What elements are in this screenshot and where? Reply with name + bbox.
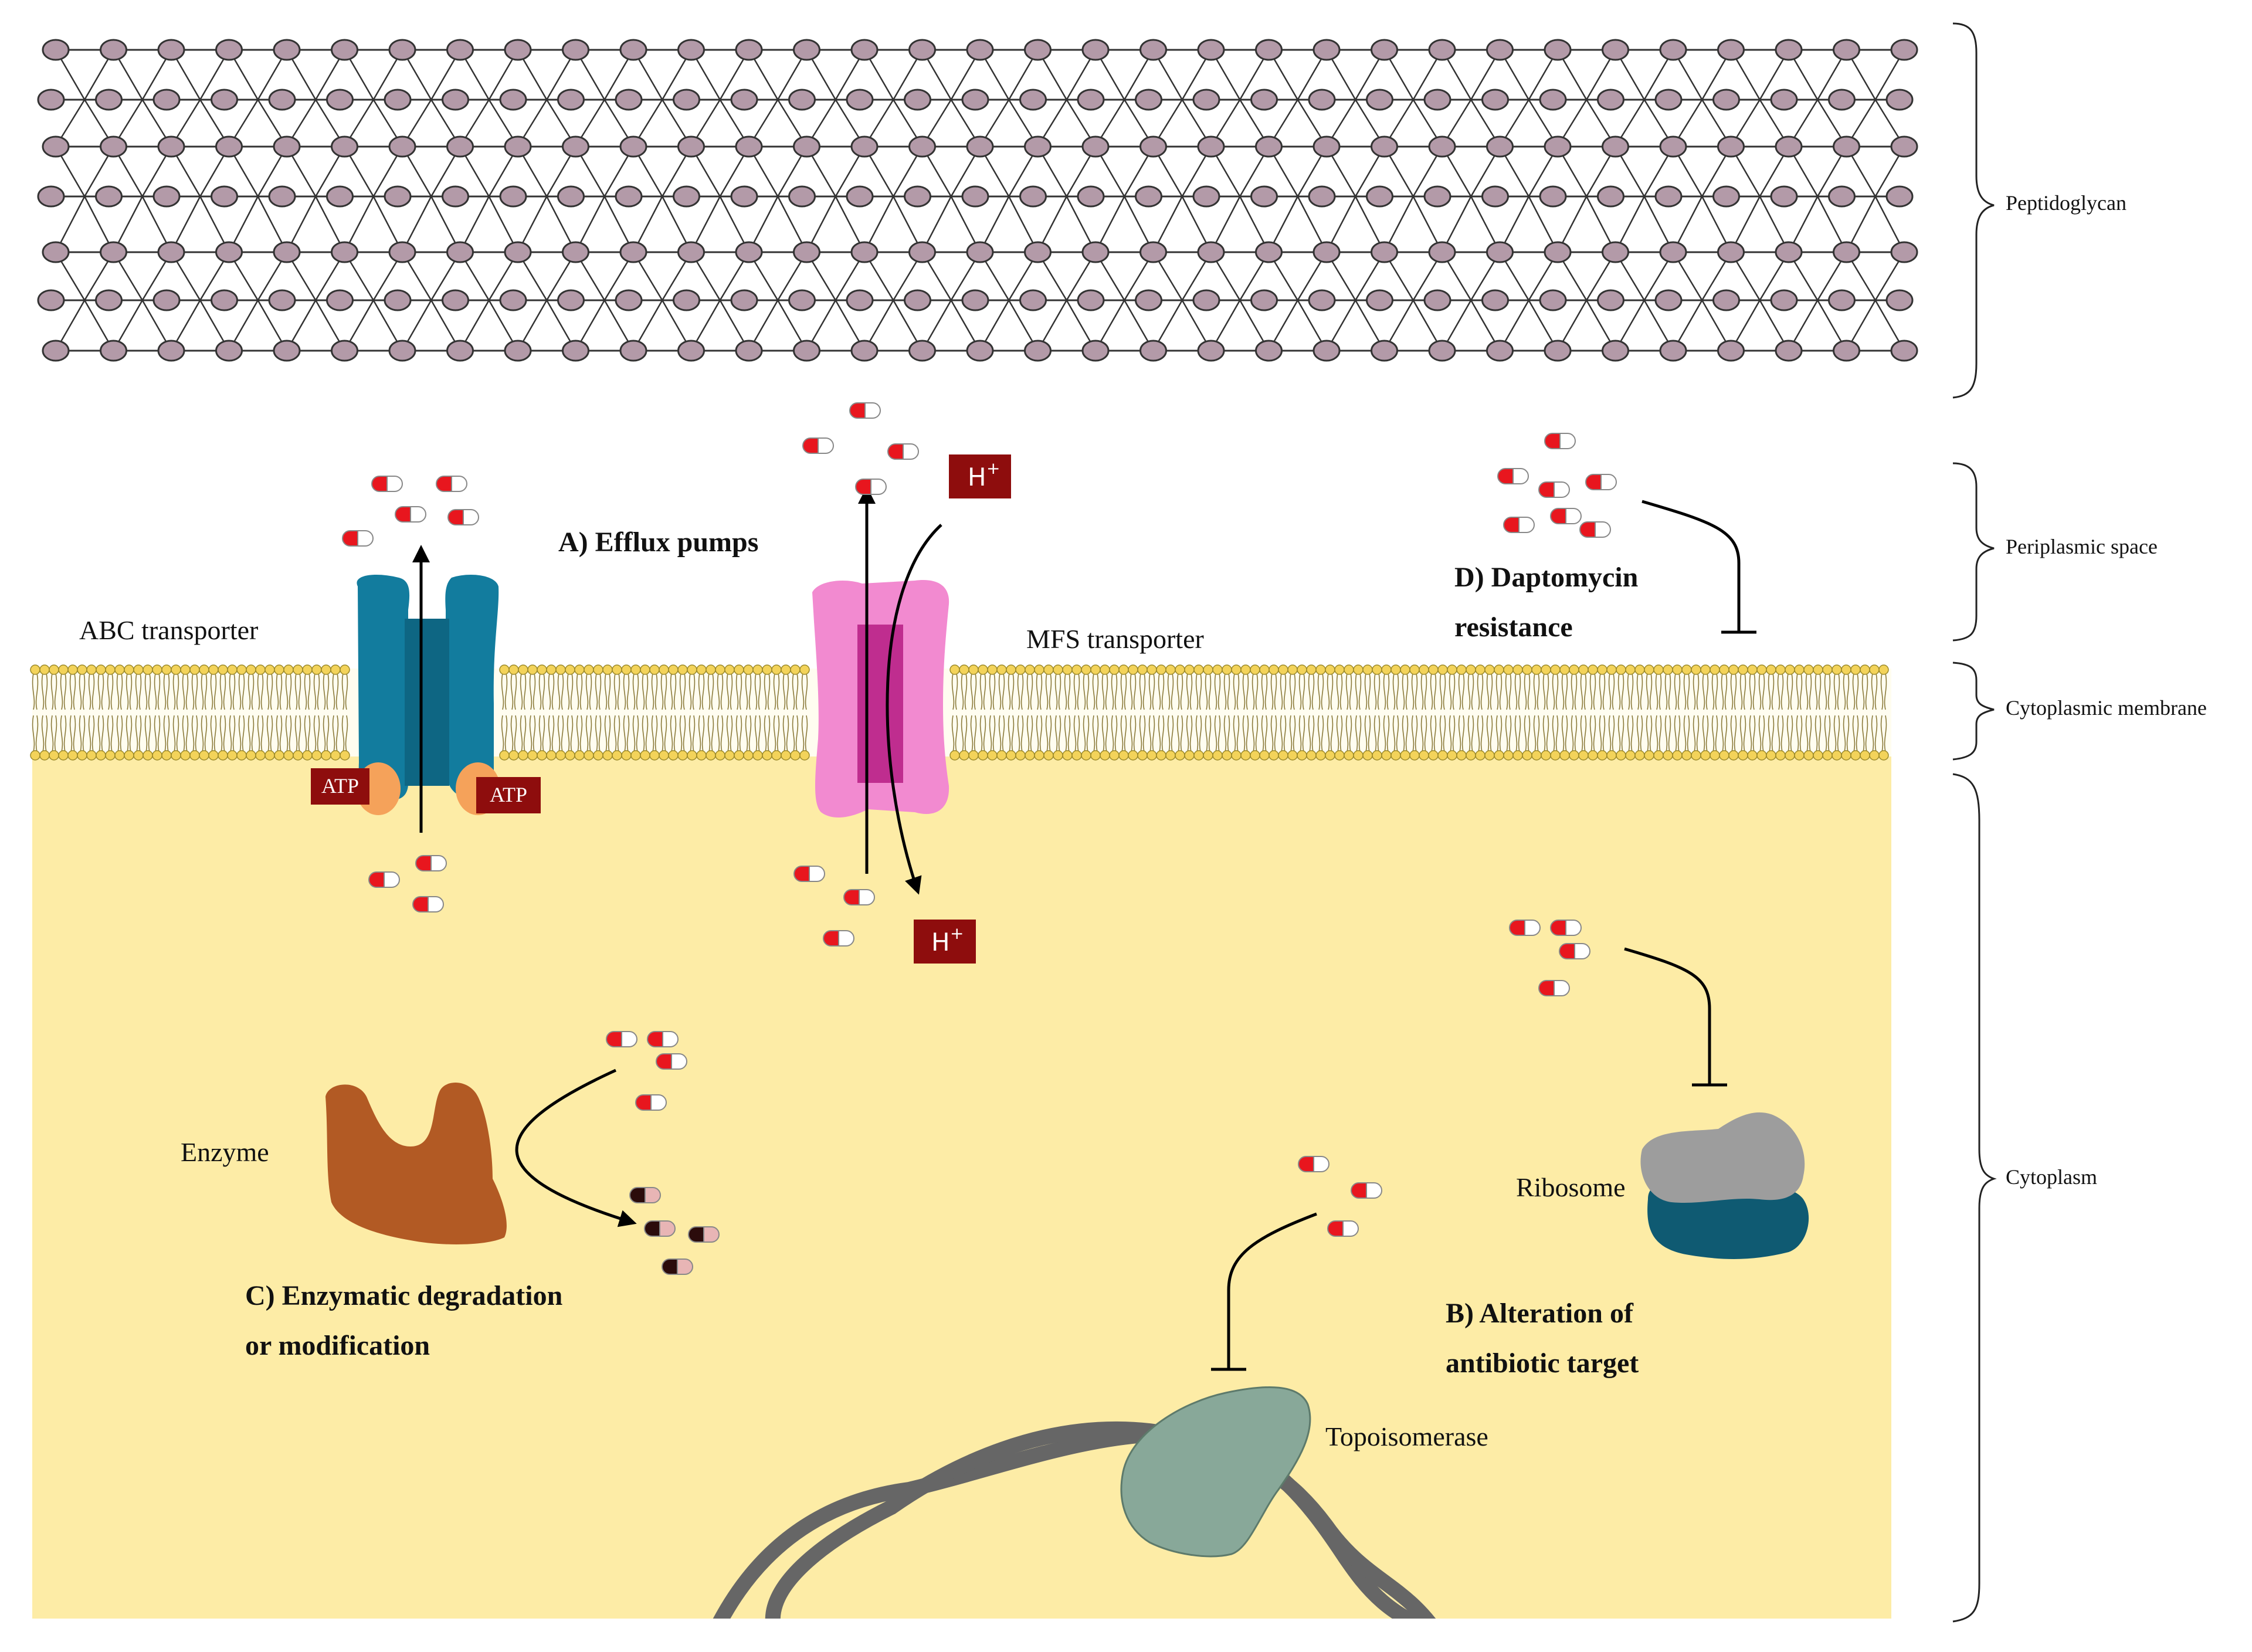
proton-symbol: H [931, 928, 950, 956]
alteration-heading-line2: antibiotic target [1446, 1348, 1639, 1379]
region-label-peptidoglycan: Peptidoglycan [2006, 191, 2126, 215]
daptomycin-heading-line2: resistance [1454, 612, 1573, 643]
brace-cytoplasm [1952, 773, 1997, 1623]
enzymatic-heading-line2: or modification [245, 1330, 430, 1361]
abc-transporter-label: ABC transporter [79, 615, 258, 645]
proton-charge: + [986, 459, 1000, 478]
topoisomerase [1120, 1386, 1311, 1558]
region-braces [1952, 22, 1997, 1623]
peptidoglycan-layer [37, 39, 1918, 362]
proton-influx-arrow [886, 524, 942, 895]
region-label-cytoplasm: Cytoplasm [2006, 1165, 2097, 1189]
proton-badge-top: H + [949, 454, 1011, 498]
efflux-pumps-heading: A) Efflux pumps [558, 527, 758, 558]
region-label-periplasmic: Periplasmic space [2006, 535, 2158, 558]
enzyme-conversion-arrow [515, 1068, 637, 1227]
topoisomerase-label: Topoisomerase [1325, 1422, 1488, 1451]
proton-symbol: H [968, 463, 986, 491]
atp-badge-right: ATP [476, 777, 541, 813]
daptomycin-heading-line1: D) Daptomycin [1454, 562, 1638, 593]
brace-peptidoglycan [1952, 22, 1995, 399]
antibiotic-molecules [342, 402, 1617, 1275]
ribosome-label: Ribosome [1516, 1172, 1626, 1202]
brace-membrane [1952, 662, 1995, 761]
proton-charge: + [950, 924, 964, 943]
atp-label: ATP [490, 783, 527, 806]
topoisomerase-inhibition [1211, 1212, 1317, 1371]
daptomycin-inhibition [1641, 500, 1756, 634]
ribosome [1640, 1112, 1809, 1259]
atp-badge-left: ATP [311, 768, 369, 805]
dna-helix [713, 1421, 1436, 1619]
proton-badge-bottom: H + [914, 920, 976, 964]
enzyme [325, 1083, 507, 1244]
mfs-transporter: H + H + [812, 454, 1011, 964]
region-label-membrane: Cytoplasmic membrane [2006, 696, 2207, 720]
atp-label: ATP [321, 774, 359, 798]
abc-transporter: ATP ATP [311, 545, 541, 833]
brace-periplasmic [1952, 462, 1995, 642]
enzyme-label: Enzyme [181, 1137, 269, 1167]
ribosome-inhibition [1624, 947, 1727, 1087]
alteration-heading-line1: B) Alteration of [1446, 1298, 1634, 1329]
mfs-transporter-label: MFS transporter [1026, 624, 1204, 654]
enzymatic-heading-line1: C) Enzymatic degradation [245, 1280, 562, 1311]
lipid-bilayer [30, 664, 1891, 761]
